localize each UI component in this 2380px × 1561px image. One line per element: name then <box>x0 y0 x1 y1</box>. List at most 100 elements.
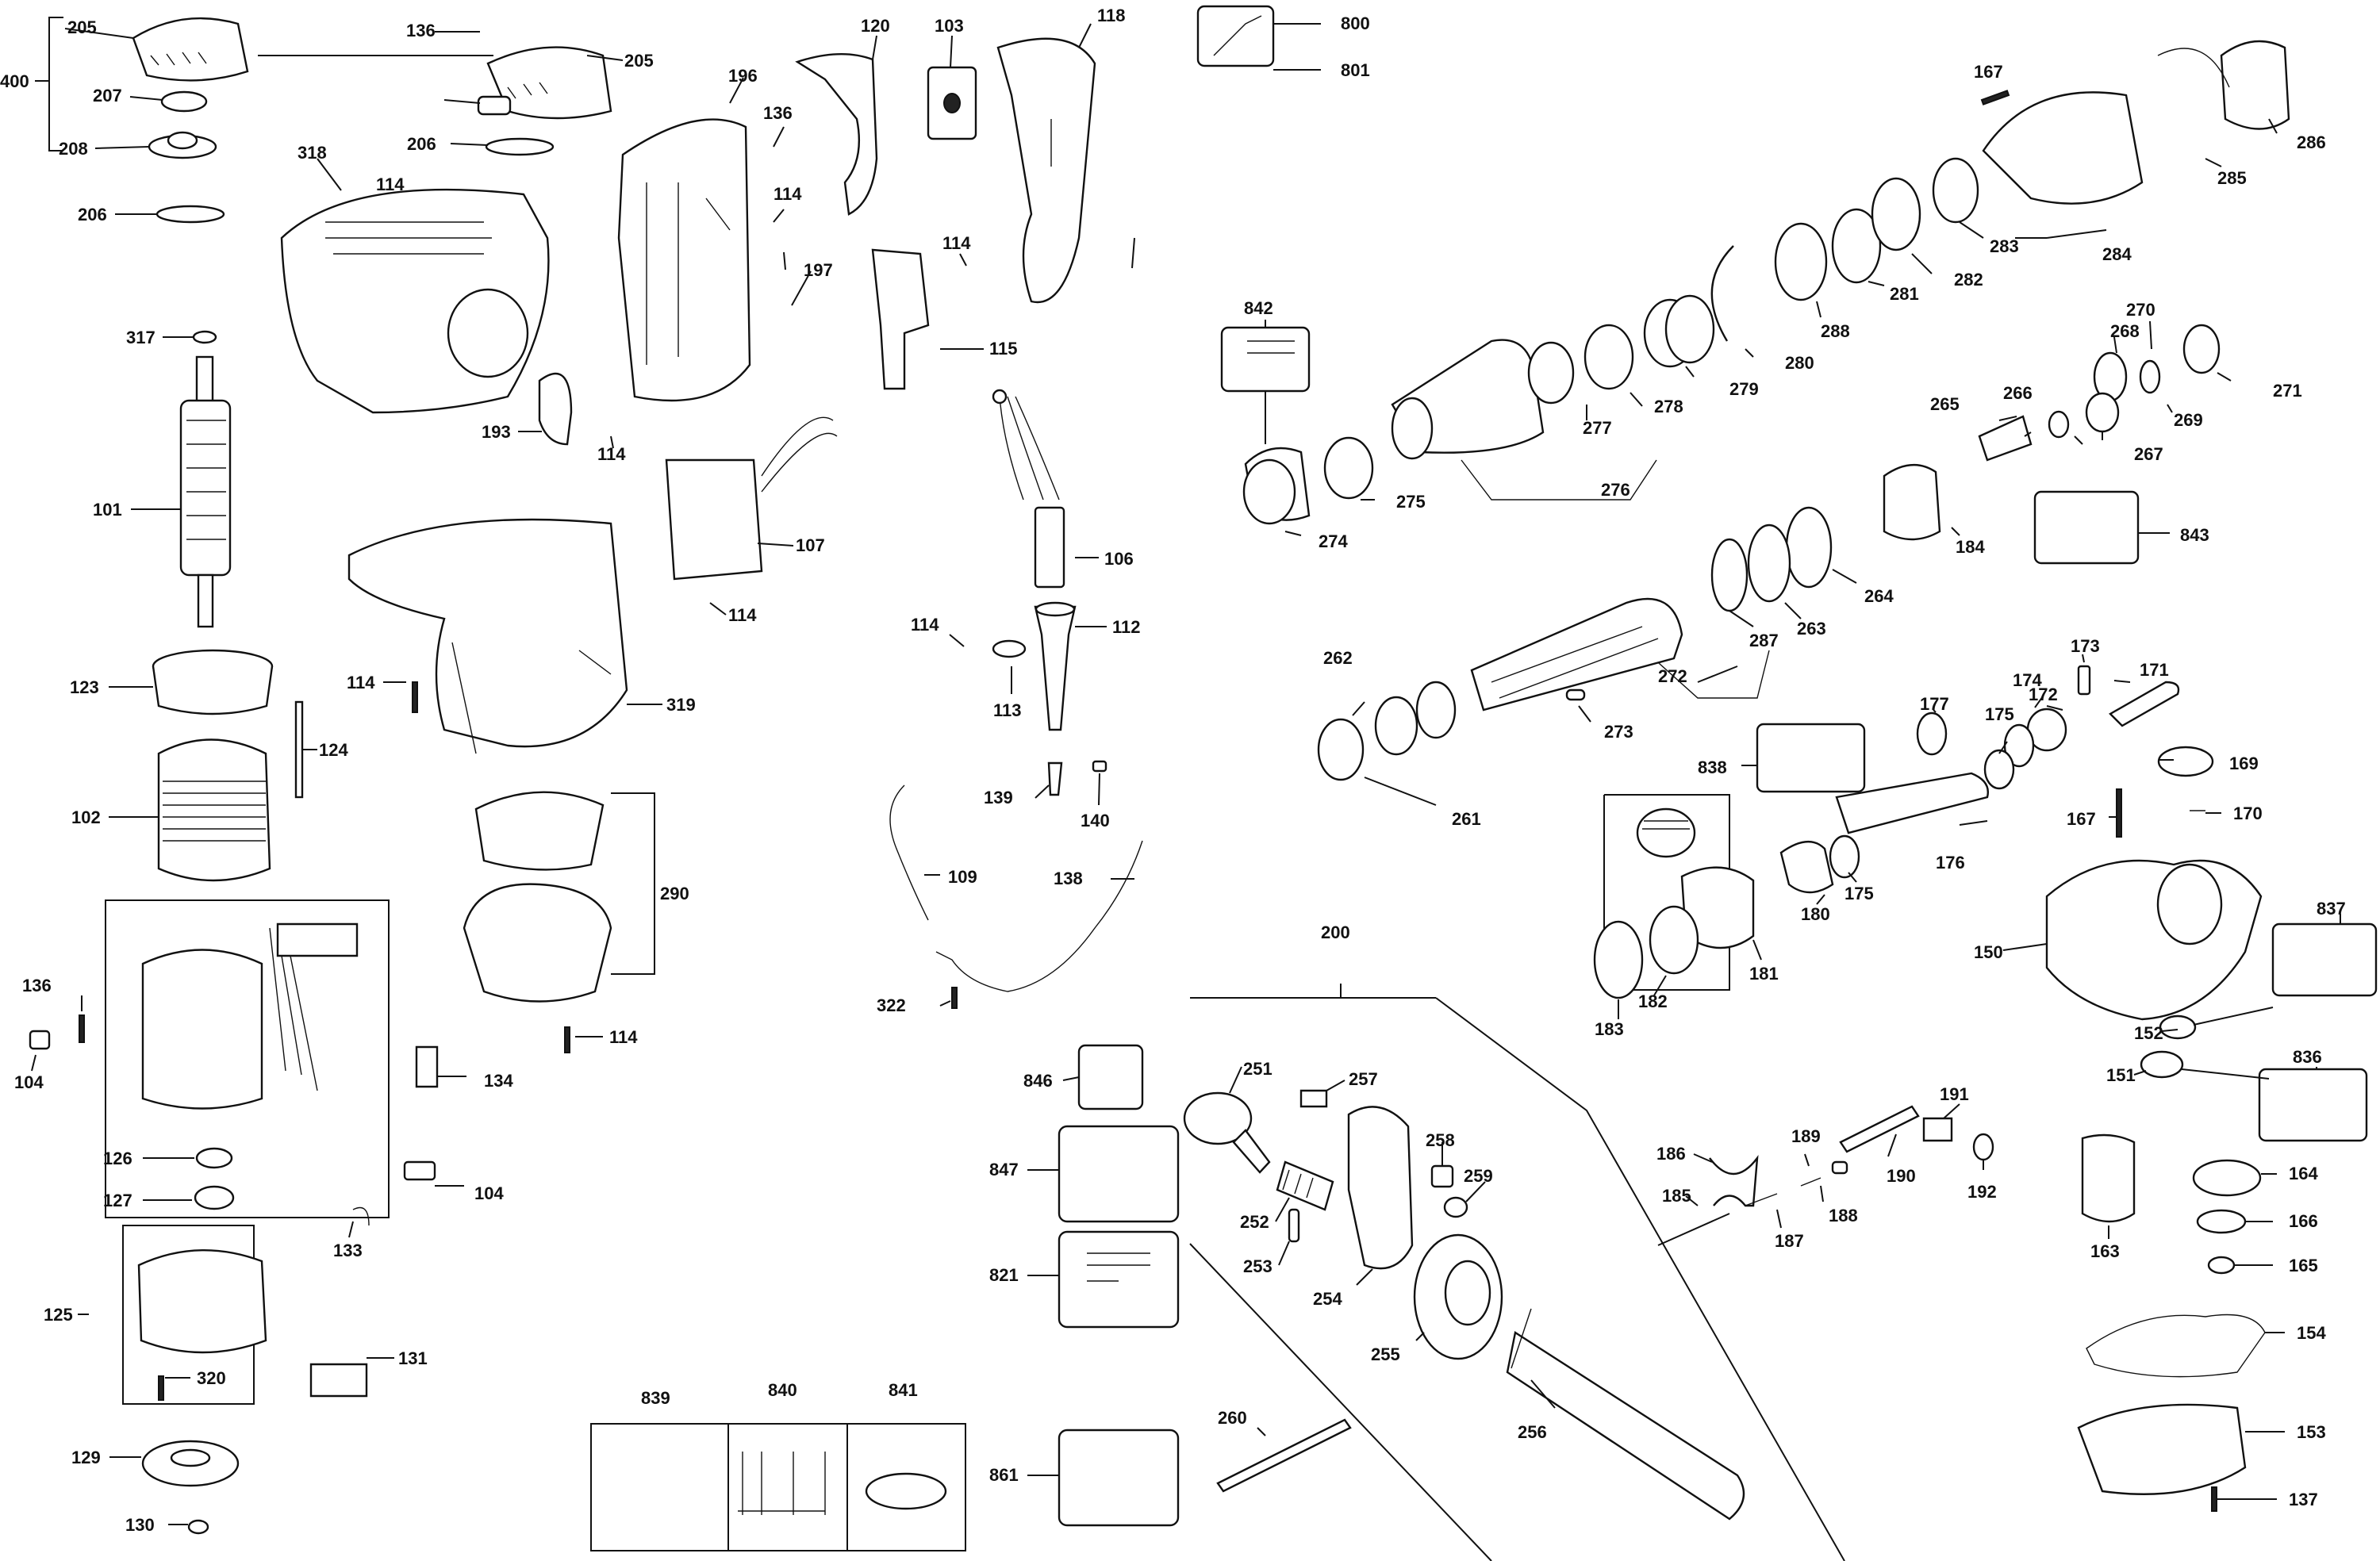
label-267: 267 <box>2134 444 2163 464</box>
label-207: 207 <box>93 86 122 105</box>
label-839: 839 <box>641 1388 670 1408</box>
label-286: 286 <box>2297 132 2326 152</box>
label-847: 847 <box>989 1160 1019 1179</box>
label-134: 134 <box>484 1071 513 1091</box>
label-251: 251 <box>1243 1059 1273 1079</box>
label-279: 279 <box>1729 379 1759 399</box>
label-185: 185 <box>1662 1186 1691 1206</box>
label-197: 197 <box>804 260 833 280</box>
label-821: 821 <box>989 1265 1019 1285</box>
label-257: 257 <box>1349 1069 1378 1089</box>
label-280: 280 <box>1785 353 1814 373</box>
label-186: 186 <box>1656 1144 1686 1164</box>
label-187: 187 <box>1775 1231 1804 1251</box>
label-131: 131 <box>398 1348 428 1368</box>
label-282: 282 <box>1954 270 1983 290</box>
label-133: 133 <box>333 1241 363 1260</box>
label-191: 191 <box>1940 1084 1969 1104</box>
label-281: 281 <box>1890 284 1919 304</box>
label-258: 258 <box>1426 1130 1455 1150</box>
label-124: 124 <box>319 740 348 760</box>
label-254: 254 <box>1313 1289 1342 1309</box>
label-277: 277 <box>1583 418 1612 438</box>
label-205: 205 <box>67 17 97 37</box>
label-196: 196 <box>728 66 758 86</box>
label-165: 165 <box>2289 1256 2318 1275</box>
label-861: 861 <box>989 1465 1019 1485</box>
label-113: 113 <box>993 700 1022 720</box>
label-318: 318 <box>298 143 327 163</box>
label-801: 801 <box>1341 60 1370 80</box>
label-107: 107 <box>796 535 825 555</box>
label-184: 184 <box>1956 537 1985 557</box>
label-118: 118 <box>1097 6 1126 25</box>
label-182: 182 <box>1638 991 1668 1011</box>
label-137: 137 <box>2289 1490 2318 1509</box>
label-322: 322 <box>877 995 906 1015</box>
label-208: 208 <box>59 139 88 159</box>
label-136: 136 <box>763 103 793 123</box>
label-171: 171 <box>2140 660 2169 680</box>
label-114: 114 <box>609 1027 638 1047</box>
label-106: 106 <box>1104 549 1134 569</box>
label-200: 200 <box>1321 922 1350 942</box>
label-205: 205 <box>624 51 654 71</box>
label-166: 166 <box>2289 1211 2318 1231</box>
label-262: 262 <box>1323 648 1353 668</box>
parts-right-gearbox <box>1242 40 2290 1512</box>
part-number-labels: 400 205 205 136 207 206 208 206 196 136 … <box>0 6 2346 1535</box>
label-189: 189 <box>1791 1126 1821 1146</box>
label-176: 176 <box>1936 853 1965 873</box>
label-193: 193 <box>482 422 511 442</box>
label-278: 278 <box>1654 397 1683 416</box>
label-188: 188 <box>1829 1206 1858 1225</box>
label-180: 180 <box>1801 904 1830 924</box>
label-836: 836 <box>2293 1047 2322 1067</box>
label-167: 167 <box>2067 809 2096 829</box>
label-103: 103 <box>935 16 964 36</box>
label-276: 276 <box>1601 480 1630 500</box>
label-800: 800 <box>1341 13 1370 33</box>
label-120: 120 <box>861 16 890 36</box>
label-167: 167 <box>1974 62 2003 82</box>
label-114: 114 <box>728 605 757 625</box>
label-266: 266 <box>2003 383 2033 403</box>
label-840: 840 <box>768 1380 797 1400</box>
label-256: 256 <box>1518 1422 1547 1442</box>
label-846: 846 <box>1023 1071 1053 1091</box>
label-283: 283 <box>1990 236 2019 256</box>
label-136: 136 <box>22 976 52 995</box>
label-102: 102 <box>71 807 101 827</box>
label-190: 190 <box>1887 1166 1916 1186</box>
label-173: 173 <box>2071 636 2100 656</box>
label-284: 284 <box>2102 244 2132 264</box>
label-129: 129 <box>71 1448 101 1467</box>
label-101: 101 <box>93 500 122 520</box>
label-183: 183 <box>1595 1019 1624 1039</box>
label-172: 172 <box>2029 685 2058 704</box>
label-842: 842 <box>1244 298 1273 318</box>
label-126: 126 <box>103 1149 132 1168</box>
label-112: 112 <box>1112 617 1141 637</box>
label-838: 838 <box>1698 757 1727 777</box>
parts-left-motor <box>29 17 838 1535</box>
label-175: 175 <box>1985 704 2014 724</box>
parts-boxes <box>738 5 2378 1527</box>
label-255: 255 <box>1371 1344 1400 1364</box>
label-139: 139 <box>984 788 1013 807</box>
label-114: 114 <box>597 444 626 464</box>
label-400: 400 <box>0 71 29 91</box>
label-285: 285 <box>2217 168 2247 188</box>
leader-lines <box>31 23 2341 1525</box>
label-109: 109 <box>948 867 977 887</box>
label-288: 288 <box>1821 321 1850 341</box>
label-320: 320 <box>197 1368 226 1388</box>
label-290: 290 <box>660 884 689 903</box>
label-114: 114 <box>911 615 939 635</box>
label-104: 104 <box>474 1183 504 1203</box>
label-114: 114 <box>942 233 971 253</box>
label-269: 269 <box>2174 410 2203 430</box>
label-175: 175 <box>1844 884 1874 903</box>
label-127: 127 <box>103 1191 132 1210</box>
label-261: 261 <box>1452 809 1481 829</box>
